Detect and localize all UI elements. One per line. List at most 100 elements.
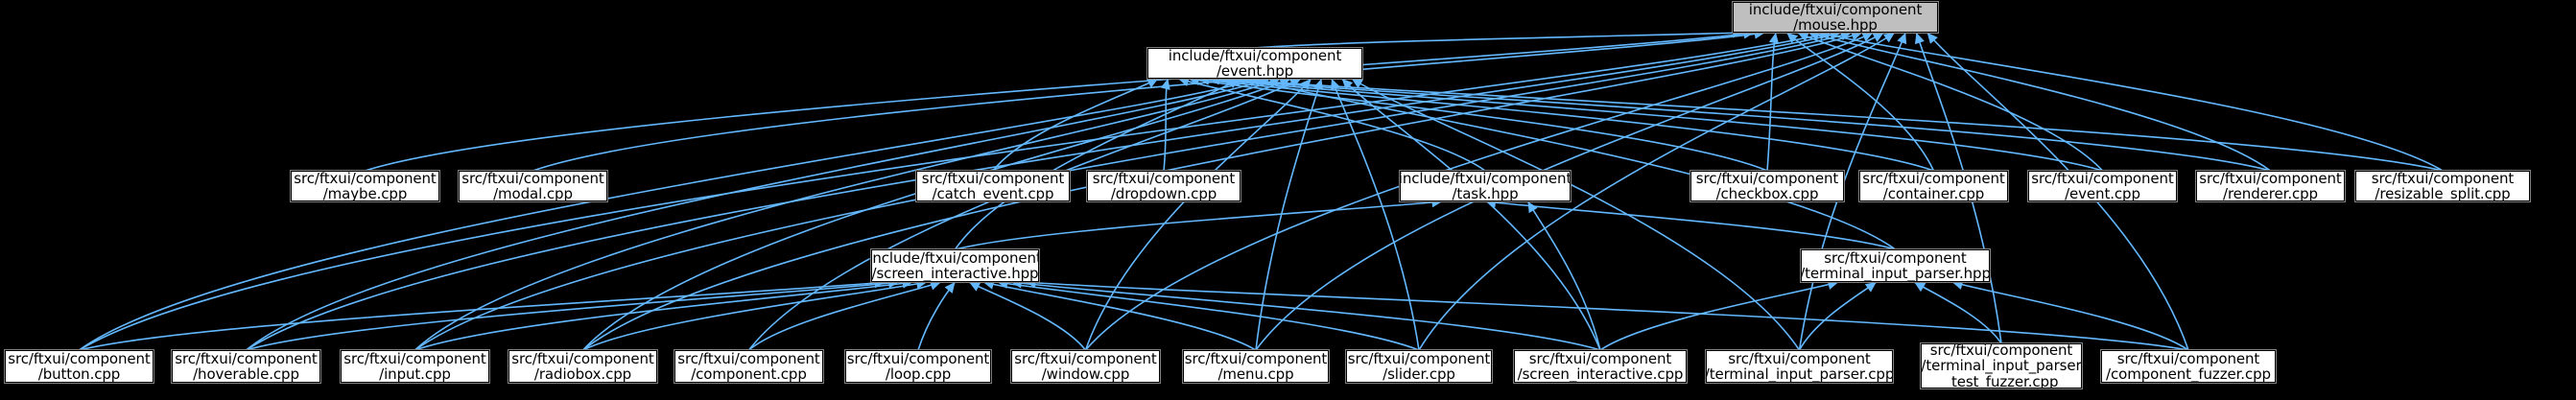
graph-edge [1084, 78, 1312, 351]
graph-node-label: src/ftxui/component /checkbox.cpp [1695, 169, 1839, 202]
graph-edge-arrowhead [1914, 33, 1925, 45]
graph-node-label: include/ftxui/component /screen_interact… [868, 248, 1042, 282]
graph-edge-arrowhead [1861, 32, 1874, 42]
graph-edge [1331, 78, 1420, 351]
graph-edge-arrowhead [1160, 79, 1170, 90]
graph-edge-arrowhead [1768, 33, 1780, 44]
graph-edge-arrowhead [1786, 33, 1799, 44]
graph-node-terminal-input-parser-cpp[interactable]: src/ftxui/component /terminal_input_pars… [1704, 349, 1895, 384]
graph-edge [365, 32, 1755, 172]
graph-edge [747, 281, 942, 351]
graph-node-slider-cpp[interactable]: src/ftxui/component /slider.cpp [1345, 349, 1493, 384]
graph-edge-arrowhead [1351, 79, 1363, 89]
graph-edge [1249, 78, 1896, 250]
graph-edge [992, 78, 1159, 172]
graph-node-hoverable-cpp[interactable]: src/ftxui/component /hoverable.cpp [171, 349, 321, 384]
graph-node-screen-interactive-cpp[interactable]: src/ftxui/component /screen_interactive.… [1513, 349, 1688, 384]
graph-node-label: src/ftxui/component /slider.cpp [1347, 349, 1491, 383]
graph-edge [1808, 32, 2271, 172]
graph-node-label: src/ftxui/component /window.cpp [1014, 349, 1157, 383]
graph-node-component-fuzzer-cpp[interactable]: src/ftxui/component /component_fuzzer.cp… [2100, 349, 2277, 384]
graph-edge-arrowhead [1897, 33, 1907, 45]
graph-node-label: include/ftxui/component /task.hpp [1398, 169, 1572, 202]
graph-edge [582, 281, 928, 351]
graph-edge [917, 281, 957, 351]
graph-node-task-hpp[interactable]: include/ftxui/component /task.hpp [1398, 169, 1572, 202]
graph-edge [1254, 32, 1744, 49]
graph-node-label: src/ftxui/component /menu.cpp [1184, 349, 1328, 383]
graph-node-event-hpp[interactable]: include/ftxui/component /event.hpp [1146, 47, 1363, 80]
graph-edge-arrowhead [944, 282, 956, 294]
graph-edge [246, 281, 900, 351]
graph-node-menu-cpp[interactable]: src/ftxui/component /menu.cpp [1182, 349, 1330, 384]
graph-edge [1797, 32, 2104, 172]
graph-edge [1951, 281, 2189, 351]
graph-node-terminal-input-parser-hpp[interactable]: src/ftxui/component /terminal_input_pars… [1800, 248, 1991, 283]
graph-edge-arrowhead [1926, 33, 1938, 44]
graph-node-window-cpp[interactable]: src/ftxui/component /window.cpp [1010, 349, 1161, 384]
graph-edge-arrowhead [969, 282, 981, 292]
graph-edge [997, 281, 1420, 351]
graph-node-terminal-input-parser-test-fuzzer-cpp[interactable]: src/ftxui/component /terminal_input_pars… [1920, 341, 2083, 390]
graph-node-event-cpp[interactable]: src/ftxui/component /event.cpp [2027, 169, 2178, 202]
graph-node-dropdown-cpp[interactable]: src/ftxui/component /dropdown.cpp [1086, 169, 1241, 202]
graph-node-label: src/ftxui/component /terminal_input_pars… [1800, 248, 1991, 282]
graph-node-label: src/ftxui/component /button.cpp [8, 349, 151, 383]
graph-edge [1177, 78, 1486, 172]
graph-node-label: src/ftxui/component /resizable_split.cpp [2371, 169, 2515, 202]
graph-node-screen-interactive-hpp[interactable]: include/ftxui/component /screen_interact… [868, 248, 1042, 283]
graph-edge [79, 281, 886, 351]
graph-node-component-cpp[interactable]: src/ftxui/component /component.cpp [674, 349, 824, 384]
graph-edge-arrowhead [1872, 33, 1884, 42]
graph-node-button-cpp[interactable]: src/ftxui/component /button.cpp [4, 349, 154, 384]
graph-edge [1218, 78, 2271, 172]
graph-node-label: src/ftxui/component /event.cpp [2031, 169, 2174, 202]
graph-edge-arrowhead [1313, 79, 1324, 91]
graph-node-mouse-hpp[interactable]: include/ftxui/component /mouse.hpp [1732, 1, 1939, 34]
graph-edge [581, 78, 1291, 351]
graph-node-renderer-cpp[interactable]: src/ftxui/component /renderer.cpp [2195, 169, 2346, 202]
graph-node-loop-cpp[interactable]: src/ftxui/component /loop.cpp [844, 349, 992, 384]
graph-node-label: src/ftxui/component /terminal_input_pars… [1921, 341, 2082, 390]
graph-edge [1341, 78, 1601, 351]
graph-edge-arrowhead [1227, 79, 1240, 89]
graph-edge [79, 78, 1261, 351]
graph-node-container-cpp[interactable]: src/ftxui/component /container.cpp [1858, 169, 2009, 202]
graph-edge [1255, 78, 1323, 351]
graph-edge [1785, 32, 1935, 172]
graph-node-label: src/ftxui/component /terminal_input_pars… [1704, 349, 1895, 383]
graph-edge-arrowhead [1882, 33, 1895, 43]
graph-node-label: src/ftxui/component /loop.cpp [846, 349, 990, 383]
graph-node-label: src/ftxui/component /dropdown.cpp [1092, 169, 1236, 202]
graph-node-label: src/ftxui/component /maybe.cpp [294, 169, 437, 202]
graph-edge [1526, 200, 1601, 351]
graph-node-radiobox-cpp[interactable]: src/ftxui/component /radiobox.cpp [508, 349, 658, 384]
graph-edge-arrowhead [1527, 201, 1538, 214]
graph-node-catch-event-cpp[interactable]: src/ftxui/component /catch_event.cpp [915, 170, 1071, 202]
graph-node-input-cpp[interactable]: src/ftxui/component /input.cpp [340, 349, 490, 384]
graph-edge-arrowhead [1341, 79, 1354, 90]
graph-edge [1798, 281, 1878, 351]
graph-node-maybe-cpp[interactable]: src/ftxui/component /maybe.cpp [290, 169, 440, 202]
graph-edge [1188, 78, 1768, 172]
graph-edge [1163, 78, 1170, 172]
graph-node-label: src/ftxui/component /screen_interactive.… [1517, 349, 1684, 383]
graph-node-modal-cpp[interactable]: src/ftxui/component /modal.cpp [458, 169, 608, 202]
graph-edge [982, 281, 1257, 351]
graph-edge [1913, 281, 2002, 344]
graph-edge [414, 281, 913, 351]
graph-edge [414, 78, 1281, 351]
graph-edge [1766, 32, 1777, 172]
graph-node-label: src/ftxui/component /modal.cpp [461, 169, 604, 202]
graph-edge [1229, 78, 2444, 172]
graph-edge [1010, 281, 1601, 351]
graph-node-label: src/ftxui/component /component_fuzzer.cp… [2106, 349, 2271, 383]
graph-node-checkbox-cpp[interactable]: src/ftxui/component /checkbox.cpp [1690, 169, 1845, 202]
graph-node-label: src/ftxui/component /renderer.cpp [2199, 169, 2342, 202]
graph-edge [1484, 200, 1896, 250]
graph-edge-arrowhead [1797, 32, 1809, 42]
graph-edge [1351, 78, 1801, 351]
graph-node-resizable-split-cpp[interactable]: src/ftxui/component /resizable_split.cpp [2354, 169, 2531, 202]
graph-node-label: src/ftxui/component /container.cpp [1862, 169, 2005, 202]
